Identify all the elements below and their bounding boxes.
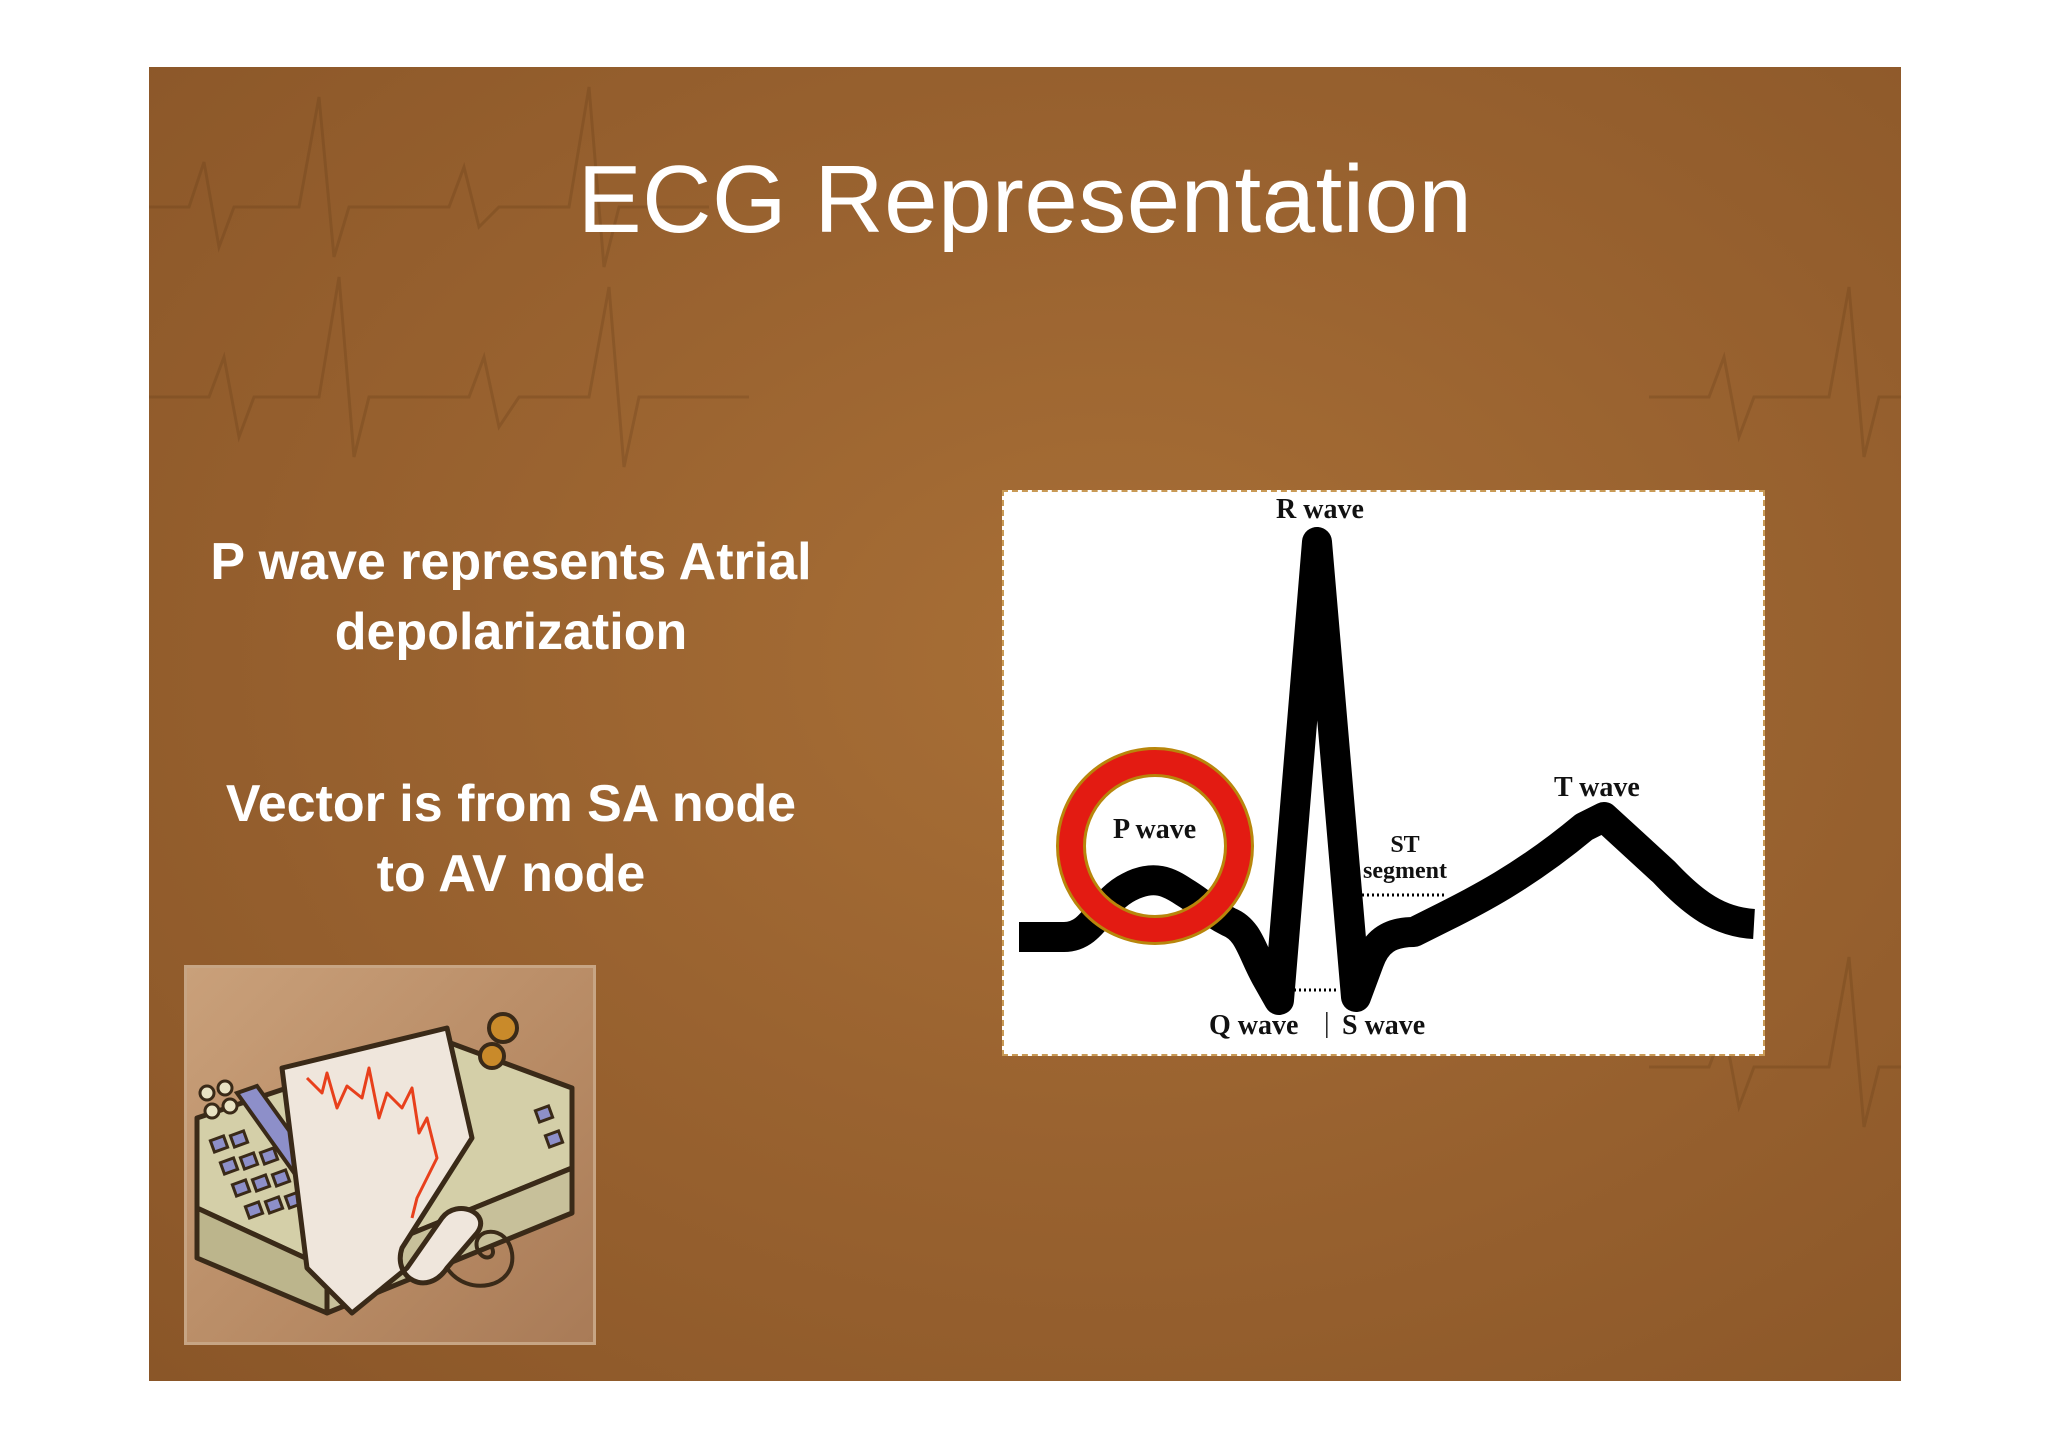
st-label-line1: ST (1390, 832, 1420, 858)
ecg-machine-illustration (194, 1012, 575, 1316)
st-label-line2: segment (1363, 858, 1447, 884)
slide-title: ECG Representation (577, 146, 1473, 253)
bullet-vector-line2: to AV node (376, 845, 646, 903)
ecg-machine-icon (184, 965, 596, 1345)
bullet-vector: Vector is from SA node to AV node (161, 769, 861, 909)
p-wave-highlight-ring-inner (1059, 750, 1251, 942)
p-wave-label: P wave (1113, 814, 1197, 845)
ecg-waveform-diagram: R wave T wave P wave ST segment Q wave |… (1002, 490, 1765, 1056)
qs-divider: | (1324, 1008, 1330, 1039)
bullet-vector-line1: Vector is from SA node (225, 775, 797, 833)
bullet-p-wave-line2: depolarization (334, 603, 688, 661)
bullet-p-wave: P wave represents Atrial depolarization (161, 527, 861, 667)
q-wave-label: Q wave (1209, 1010, 1299, 1041)
st-segment-label: ST segment (1350, 832, 1460, 884)
t-wave-label: T wave (1554, 772, 1640, 803)
ecg-trace (1019, 527, 1756, 1015)
bullet-p-wave-line1: P wave represents Atrial (210, 533, 812, 591)
slide: ECG Representation P wave represents Atr… (149, 67, 1901, 1381)
ecg-waveform-svg (1019, 527, 1756, 1015)
s-wave-label: S wave (1342, 1010, 1426, 1041)
r-wave-label: R wave (1276, 494, 1364, 525)
